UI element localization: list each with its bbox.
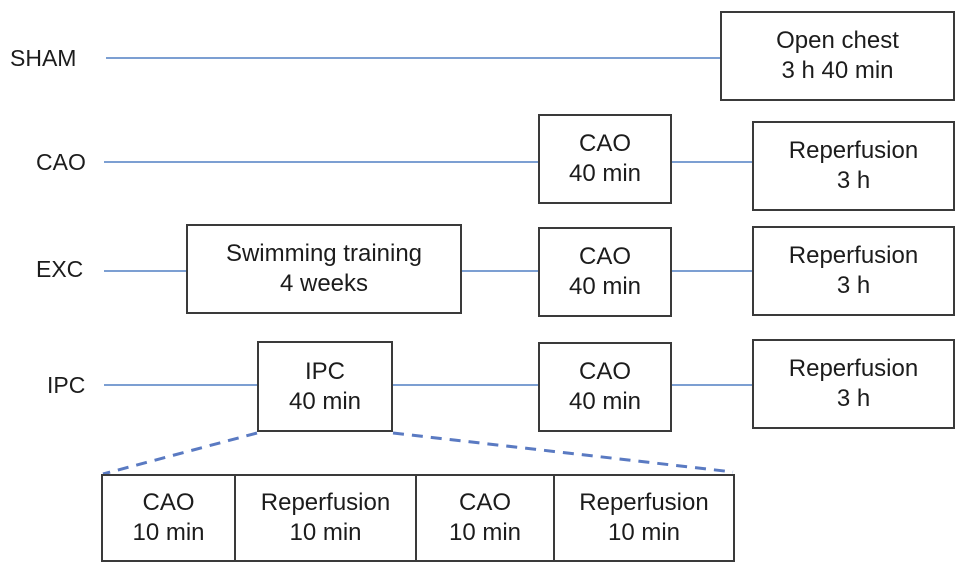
box-line2: 3 h 40 min <box>781 57 894 84</box>
box-line2: 40 min <box>288 387 362 415</box>
box-line1: CAO <box>578 130 631 157</box>
timeline-cao-seg2 <box>672 161 752 163</box>
box-line2: 10 min <box>448 519 522 546</box>
box-line2: 40 min <box>568 273 642 300</box>
box-line2: 4 weeks <box>279 270 369 297</box>
box-line2: 3 h <box>836 167 871 194</box>
timeline-sham <box>106 57 720 59</box>
box-line2: 40 min <box>568 160 642 187</box>
box-line2: 3 h <box>836 272 871 299</box>
dashed-connector-left <box>102 431 258 476</box>
box-sham-open-chest: Open chest 3 h 40 min <box>720 11 955 101</box>
box-line2: 3 h <box>836 385 871 412</box>
box-cao-occlusion: CAO 40 min <box>538 114 672 204</box>
box-line1: Open chest <box>776 27 899 54</box>
detail-box-cao-1: CAO 10 min <box>101 474 234 562</box>
box-line2: 10 min <box>607 519 681 546</box>
box-line1: CAO <box>458 489 511 516</box>
box-exc-swimming-training: Swimming training 4 weeks <box>186 224 462 314</box>
box-line1: CAO <box>142 489 195 516</box>
box-line1: Reperfusion <box>788 137 919 164</box>
timeline-ipc-seg1 <box>104 384 257 386</box>
timeline-exc-seg2 <box>462 270 538 272</box>
timeline-exc-seg3 <box>670 270 752 272</box>
box-line2: 10 min <box>289 519 362 546</box>
box-line1: CAO <box>578 243 631 270</box>
box-line1: CAO <box>578 358 631 385</box>
timeline-ipc-seg2 <box>392 384 538 386</box>
box-line1: Reperfusion <box>260 489 391 516</box>
timeline-ipc-seg3 <box>672 384 752 386</box>
box-line1: IPC <box>304 357 345 385</box>
detail-box-reperfusion-2: Reperfusion 10 min <box>553 474 735 562</box>
group-label-cao: CAO <box>36 149 86 175</box>
detail-box-cao-2: CAO 10 min <box>415 474 553 562</box>
box-ipc-reperfusion: Reperfusion 3 h <box>752 339 955 429</box>
box-line2: 40 min <box>568 388 642 415</box>
box-line2: 10 min <box>132 519 205 546</box>
detail-box-reperfusion-1: Reperfusion 10 min <box>234 474 415 562</box>
group-label-sham: SHAM <box>10 45 77 71</box>
box-cao-reperfusion: Reperfusion 3 h <box>752 121 955 211</box>
group-label-ipc: IPC <box>47 372 86 398</box>
dashed-connector-right <box>392 431 734 474</box>
ipc-detail-row: CAO 10 min Reperfusion 10 min CAO 10 min… <box>101 474 735 562</box>
box-exc-cao: CAO 40 min <box>538 227 672 317</box>
box-ipc-cao: CAO 40 min <box>538 342 672 432</box>
box-ipc-preconditioning: IPC 40 min <box>257 341 393 432</box>
timeline-cao-seg1 <box>104 161 538 163</box>
box-line1: Reperfusion <box>788 355 919 382</box>
box-line1: Reperfusion <box>788 242 919 269</box>
box-line1: Swimming training <box>225 240 423 267</box>
box-line1: Reperfusion <box>579 489 709 516</box>
group-label-exc: EXC <box>36 256 84 282</box>
timeline-exc-seg1 <box>104 270 186 272</box>
box-exc-reperfusion: Reperfusion 3 h <box>752 226 955 316</box>
